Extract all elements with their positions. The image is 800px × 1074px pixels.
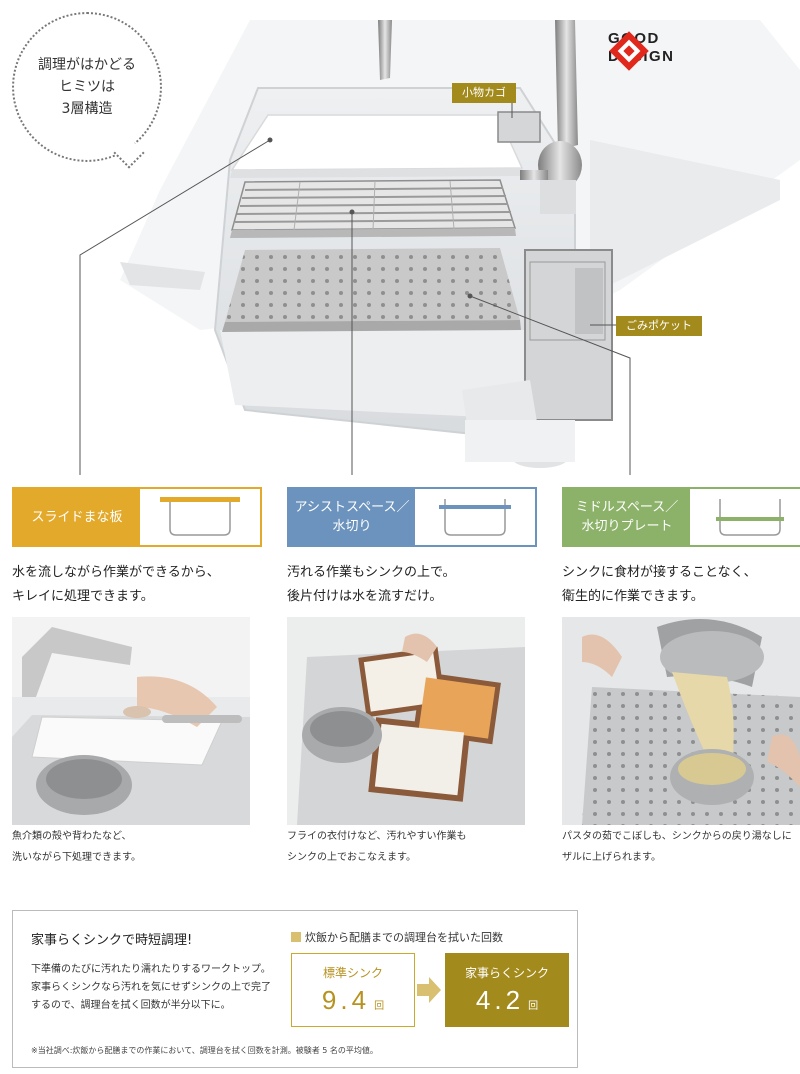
- feature-label: スライドまな板: [14, 489, 140, 545]
- box-title: 家事らくシンクで時短調理!: [31, 933, 193, 948]
- box-footnote: ※当社調べ:炊飯から配膳までの作業において、調理台を拭く回数を計測。被験者 5 …: [31, 1046, 378, 1055]
- sink-board-icon: [140, 489, 260, 545]
- photo-fry-coating: [287, 617, 525, 825]
- arrow-right-icon: [417, 977, 441, 1003]
- standard-sink-value: 9.4: [321, 985, 371, 1015]
- unit-label: 回: [528, 1001, 539, 1012]
- speech-bubble: 調理がはかどる ヒミツは 3層構造: [12, 12, 162, 162]
- tag-gomi-pocket: ごみポケット: [616, 316, 702, 336]
- photo-caption: パスタの茹でこぼしも、シンクからの戻り湯なしに ザルに上げられます。: [562, 831, 792, 863]
- feature-slide-board: スライドまな板 水を流しながら作業ができるから、 キレイに処理できます。: [12, 487, 262, 609]
- standard-sink-label: 標準シンク: [322, 966, 383, 980]
- sink-drawing: [79, 20, 800, 475]
- feature-header: アシストスペース／ 水切り: [287, 487, 537, 547]
- good-design-logo: GOOD DESIGN: [608, 30, 675, 71]
- box-body: 下準備のたびに汚れたり濡れたりするワークトップ。 家事らくシンクなら汚れを気にせ…: [31, 964, 271, 1011]
- kajiraku-sink-label: 家事らくシンク: [464, 966, 549, 980]
- sink-rack-icon: [415, 489, 535, 545]
- feature-middle-space: ミドルスペース／ 水切りプレート シンクに食材が接することなく、 衛生的に作業で…: [562, 487, 800, 609]
- feature-description: 水を流しながら作業ができるから、 キレイに処理できます。: [12, 565, 220, 604]
- sink-plate-icon: [690, 489, 800, 545]
- time-saving-box: 家事らくシンクで時短調理! 下準備のたびに汚れたり濡れたりするワークトップ。 家…: [12, 910, 578, 1068]
- feature-description: シンクに食材が接することなく、 衛生的に作業できます。: [562, 565, 757, 604]
- kajiraku-sink-value: 4.2: [475, 985, 525, 1015]
- feature-label: ミドルスペース／ 水切りプレート: [564, 489, 690, 545]
- photo-caption: フライの衣付けなど、汚れやすい作業も シンクの上でおこなえます。: [287, 831, 467, 863]
- tag-komono-basket: 小物カゴ: [452, 83, 516, 103]
- comparison-title-text: 炊飯から配膳までの調理台を拭いた回数: [305, 931, 503, 944]
- photo-caption: 魚介類の殻や背わたなど、 洗いながら下処理できます。: [12, 831, 141, 863]
- photo-shrimp-board: [12, 617, 250, 825]
- good-design-mark-icon: [609, 31, 649, 71]
- bubble-text: 調理がはかどる ヒミツは 3層構造: [38, 57, 136, 117]
- feature-header: スライドまな板: [12, 487, 262, 547]
- square-bullet-icon: [291, 932, 301, 942]
- sink-illustration: 調理がはかどる ヒミツは 3層構造 GOOD DESIGN 小物カゴ ごみポケッ…: [0, 0, 800, 475]
- feature-description: 汚れる作業もシンクの上で。 後片付けは水を流すだけ。: [287, 565, 456, 604]
- feature-header: ミドルスペース／ 水切りプレート: [562, 487, 800, 547]
- feature-assist-space: アシストスペース／ 水切り 汚れる作業もシンクの上で。 後片付けは水を流すだけ。: [287, 487, 537, 609]
- unit-label: 回: [374, 1001, 385, 1012]
- feature-label: アシストスペース／ 水切り: [289, 489, 415, 545]
- comparison-title: 炊飯から配膳までの調理台を拭いた回数: [291, 929, 503, 945]
- photo-pasta-drain: [562, 617, 800, 825]
